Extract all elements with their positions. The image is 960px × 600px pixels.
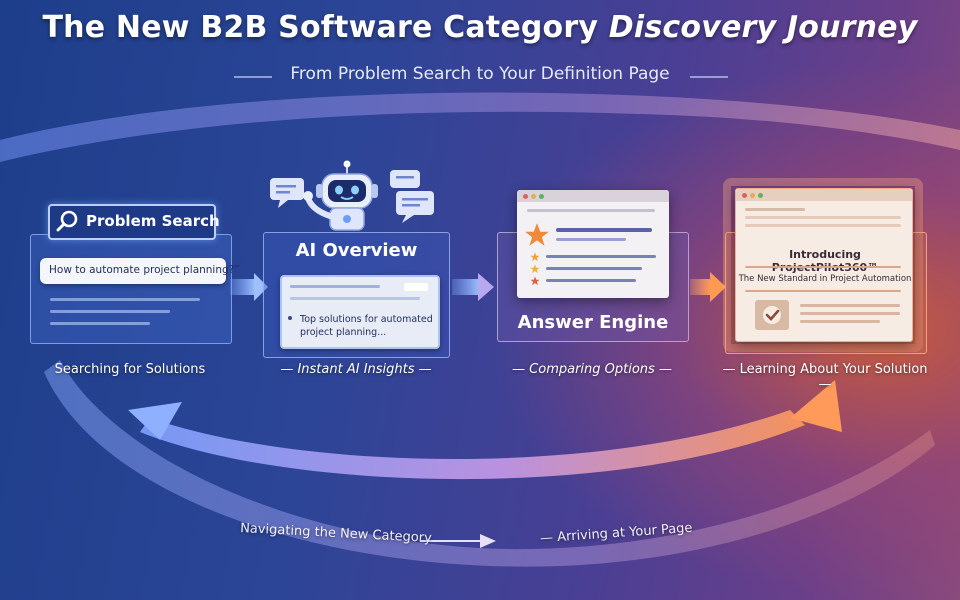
search-query-text: How to automate project planning?” <box>49 264 240 276</box>
product-title: Introducing ProjectPilot360™ <box>772 248 878 274</box>
robot-icon <box>270 160 434 231</box>
return-arc <box>140 410 805 480</box>
caption-searching: Searching for Solutions <box>54 362 206 377</box>
page-subtitle: From Problem Search to Your Definition P… <box>290 64 670 84</box>
flow-arrow-1 <box>230 279 254 295</box>
ai-overview-card-text: Top solutions for automated project plan… <box>300 314 433 338</box>
card-line <box>404 283 428 291</box>
page-line <box>800 304 900 307</box>
search-query-bubble <box>40 258 226 284</box>
ranked-line <box>556 238 626 241</box>
ai-overview-title: AI Overview <box>295 240 418 261</box>
page-line <box>745 208 805 211</box>
bottom-arrow-head <box>480 534 496 548</box>
result-line <box>50 298 200 301</box>
page-line <box>745 224 901 227</box>
ranked-line <box>546 255 656 258</box>
page-line <box>800 312 900 315</box>
ranked-line <box>546 267 642 270</box>
window-line <box>527 209 655 212</box>
right-arrowhead <box>790 380 842 432</box>
stage-problem-search <box>30 234 232 344</box>
checkmark-icon <box>763 306 781 324</box>
caption-ai-insights: — Instant AI Insights — <box>280 362 432 377</box>
caption-learning: — Learning About Your Solution — <box>722 362 928 392</box>
star-icon-small <box>530 252 540 262</box>
card-line <box>290 285 380 288</box>
page-title: The New B2B Software Category Discovery … <box>42 10 918 45</box>
star-icon-small <box>530 276 540 286</box>
subtitle-rule-left <box>234 76 272 78</box>
problem-search-title: Problem Search <box>86 212 220 230</box>
top-arc <box>0 92 960 162</box>
flow-arrow-3 <box>690 279 710 295</box>
result-line <box>50 310 170 313</box>
left-arrowhead <box>128 402 182 440</box>
answer-engine-title: Answer Engine <box>517 312 669 333</box>
caption-comparing: — Comparing Options — <box>512 362 672 377</box>
card-line <box>290 297 420 300</box>
bottom-arc <box>44 360 935 567</box>
product-subtitle: The New Standard in Project Automation <box>738 274 912 284</box>
search-icon <box>56 210 78 232</box>
ranked-line <box>546 279 636 282</box>
star-icon-small <box>530 264 540 274</box>
flow-arrow-2 <box>452 279 478 295</box>
page-line <box>800 320 880 323</box>
ranked-line <box>556 228 652 232</box>
star-icon <box>525 223 549 246</box>
page-line <box>745 266 901 268</box>
page-line <box>745 216 901 219</box>
subtitle-rule-right <box>690 76 728 78</box>
bullet-dot <box>288 316 292 320</box>
result-line <box>50 322 150 325</box>
page-line <box>745 290 901 292</box>
